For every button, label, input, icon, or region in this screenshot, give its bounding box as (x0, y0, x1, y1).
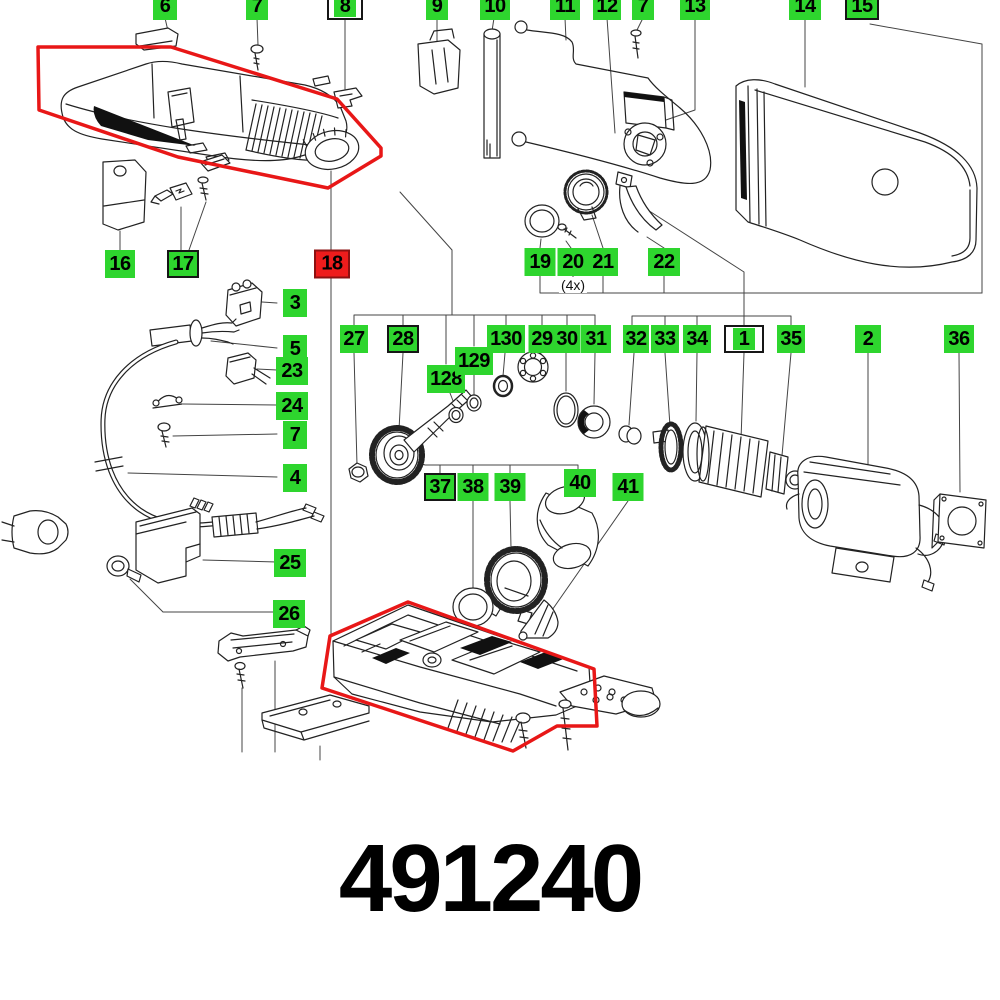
bracket-part-13-drawing (623, 91, 675, 167)
collar-part-39-drawing (484, 546, 548, 625)
screw-part-20-drawing (557, 223, 577, 239)
part-label-6[interactable]: 6 (153, 0, 177, 20)
part-label-15[interactable]: 15 (845, 0, 879, 20)
screw-part-7c-drawing (157, 422, 171, 448)
part-label-10[interactable]: 10 (480, 0, 510, 20)
elbow-part-40-drawing (536, 485, 599, 570)
part-label-16[interactable]: 16 (105, 250, 135, 278)
button-part-26-drawing (106, 555, 142, 583)
switch-part-3-drawing (225, 279, 263, 327)
bearing-part-29-drawing (517, 351, 549, 383)
part-label-25[interactable]: 25 (274, 549, 306, 577)
ring-part-129-drawing (466, 394, 482, 412)
lever-part-22-drawing (615, 171, 663, 233)
ring-part-130-drawing (492, 374, 514, 398)
bearing-part-31-drawing (577, 405, 611, 439)
tube-part-10-drawing (483, 28, 501, 159)
module-part-25-drawing (135, 497, 214, 584)
knob-part-21-drawing (563, 169, 609, 221)
part-label-41[interactable]: 41 (612, 473, 644, 501)
cone-part-41-drawing (518, 599, 559, 641)
part-label-12[interactable]: 12 (593, 0, 621, 20)
part-label-27[interactable]: 27 (340, 325, 368, 353)
part-label-22[interactable]: 22 (648, 248, 680, 276)
part-label-7[interactable]: 7 (246, 0, 268, 20)
leader-lines (119, 17, 983, 761)
part-label-14[interactable]: 14 (789, 0, 821, 20)
oring-part-30-drawing (553, 392, 579, 428)
part-label-29[interactable]: 29 (528, 325, 556, 353)
part-label-8[interactable]: 8 (327, 0, 363, 20)
screw-part-7-drawing (250, 44, 264, 71)
capacitor-part-23-drawing (225, 352, 271, 385)
part-label-9[interactable]: 9 (426, 0, 448, 20)
top-housing-drawing (60, 60, 360, 171)
part-label-129[interactable]: 129 (455, 347, 493, 375)
part-label-1[interactable]: 1 (724, 325, 764, 353)
part-label-36[interactable]: 36 (944, 325, 974, 353)
part-label-11[interactable]: 11 (550, 0, 580, 20)
part-label-34[interactable]: 34 (683, 325, 711, 353)
part-label-40[interactable]: 40 (564, 469, 596, 497)
bracket-part-9-drawing (417, 28, 461, 95)
part-label-7[interactable]: 7 (283, 421, 307, 449)
clamp-part-24-drawing (152, 394, 183, 409)
part-label-4[interactable]: 4 (283, 464, 307, 492)
part-label-130[interactable]: 130 (487, 325, 525, 353)
part-label-33[interactable]: 33 (651, 325, 679, 353)
part-label-26[interactable]: 26 (273, 600, 305, 628)
ring-part-128-drawing (448, 406, 464, 424)
handle-and-plate-drawing (217, 625, 370, 741)
part-label-13[interactable]: 13 (680, 0, 710, 20)
part-label-24[interactable]: 24 (276, 392, 308, 420)
clip-part-16-drawing (102, 159, 147, 231)
part-label-32[interactable]: 32 (623, 325, 649, 353)
base-screws-drawing (515, 699, 572, 751)
part-label-23[interactable]: 23 (276, 357, 308, 385)
cap-part-6-drawing (135, 27, 179, 51)
endcap-part-36-drawing (931, 493, 987, 549)
part-label-7[interactable]: 7 (632, 0, 654, 20)
wire-bail-part-11-drawing (511, 20, 712, 185)
sleeve-part-5-drawing (149, 318, 240, 347)
power-cord-part-4-drawing (1, 339, 325, 555)
part-number: 491240 (338, 825, 644, 932)
part-label-38[interactable]: 38 (457, 473, 489, 501)
highlight-outline-top-housing (36, 45, 383, 190)
highlight-outline-base-housing (320, 600, 599, 753)
part-label-3[interactable]: 3 (283, 289, 307, 317)
nut-part-27-drawing (348, 462, 369, 483)
ring-part-19-drawing (524, 204, 560, 238)
part-label-35[interactable]: 35 (777, 325, 805, 353)
part-label-17[interactable]: 17 (167, 250, 199, 278)
part-label-18[interactable]: 18 (314, 249, 350, 279)
screw-part-7b-drawing (630, 29, 642, 59)
part-label-20[interactable]: 20 (557, 248, 589, 276)
part-label-28[interactable]: 28 (387, 325, 419, 353)
part-label-37[interactable]: 37 (424, 473, 456, 501)
part-label-2[interactable]: 2 (855, 325, 881, 353)
cover-panel-part-14-15-drawing (735, 79, 978, 268)
gear-spindle-part-28-drawing (369, 389, 473, 485)
part-label-21[interactable]: 21 (588, 248, 618, 276)
cap-part-32-drawing (618, 425, 642, 445)
quantity-note: (4x) (558, 277, 588, 293)
base-housing-drawing (332, 604, 661, 743)
part-label-19[interactable]: 19 (524, 248, 556, 276)
part-label-30[interactable]: 30 (553, 325, 581, 353)
part-label-31[interactable]: 31 (581, 325, 611, 353)
part-label-39[interactable]: 39 (494, 473, 526, 501)
